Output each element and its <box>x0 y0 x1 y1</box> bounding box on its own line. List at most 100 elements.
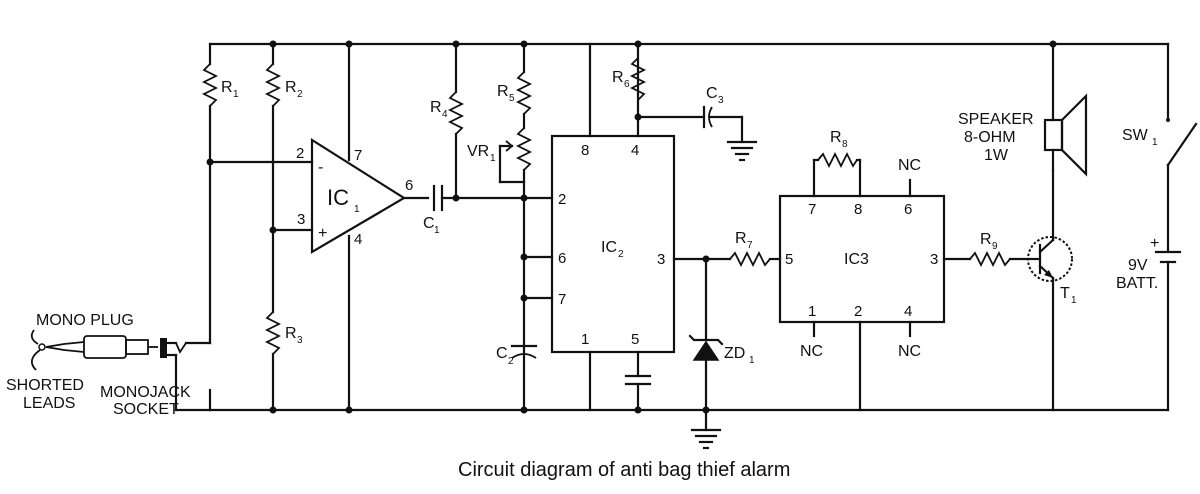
c1-sub: 1 <box>434 225 440 236</box>
resistor-r9: R 9 <box>969 231 1030 268</box>
monojack-line2: SOCKET <box>113 401 179 418</box>
ic3-pin-6: 6 <box>904 201 912 218</box>
ic3-pin-2: 2 <box>854 303 862 320</box>
shorted-leads-line2: LEADS <box>23 395 75 412</box>
c3-label: C <box>706 85 718 102</box>
mono-plug: MONO PLUG SHORTED LEADS <box>6 312 158 412</box>
ic1-pin-7: 7 <box>354 147 362 164</box>
ic3-label: IC3 <box>844 251 869 268</box>
r9-sub: 9 <box>992 241 998 252</box>
sw1-sub: 1 <box>1152 137 1158 148</box>
r2-sub: 2 <box>297 89 303 100</box>
zd1-label: ZD <box>724 345 745 362</box>
mono-plug-label: MONO PLUG <box>36 312 134 329</box>
ground-rail <box>208 388 1170 412</box>
transistor-t1: T 1 <box>1026 168 1077 412</box>
capacitor-c1: C 1 <box>423 184 526 236</box>
ic2-pin-7: 7 <box>558 291 566 308</box>
diagram-caption: Circuit diagram of anti bag thief alarm <box>458 459 790 481</box>
ground-symbol-c3 <box>726 140 758 162</box>
ic3-pin-5: 5 <box>785 251 793 268</box>
speaker: SPEAKER 8-OHM 1W <box>958 42 1088 177</box>
r3-sub: 3 <box>297 335 303 346</box>
shorted-leads-line1: SHORTED <box>6 377 84 394</box>
r1-label: R <box>221 79 233 96</box>
ic3-nc-4: NC <box>898 343 921 360</box>
resistor-r1: R 1 <box>201 42 239 342</box>
ic2-pin-4: 4 <box>631 142 639 159</box>
r5-label: R <box>497 83 509 100</box>
speaker-line3: 1W <box>984 147 1009 164</box>
t1-sub: 1 <box>1071 295 1077 306</box>
junction-dots <box>206 40 1057 414</box>
ic3-pin-1: 1 <box>808 303 816 320</box>
ic1-label: IC <box>327 185 349 210</box>
resistor-r8: R 8 <box>812 129 862 169</box>
vr1-label: VR <box>467 143 489 160</box>
ic2-pin-3: 3 <box>657 251 665 268</box>
battery-plus: + <box>1150 235 1159 252</box>
ic3-pin-7: 7 <box>808 201 816 218</box>
c3-sub: 3 <box>718 95 724 106</box>
battery-9v: + 9V BATT. <box>1116 235 1182 412</box>
r4-label: R <box>430 99 442 116</box>
vr1-sub: 1 <box>490 153 496 164</box>
ic3-chip: IC3 7 8 6 5 3 1 2 4 NC NC NC <box>778 157 972 412</box>
ic3-nc-6: NC <box>898 157 921 174</box>
resistor-r7: R 7 <box>729 230 782 268</box>
ic2-pin-2: 2 <box>558 191 566 208</box>
potentiometer-vr1: VR 1 <box>467 127 533 412</box>
battery-line1: 9V <box>1128 257 1148 274</box>
resistor-r3: R 3 <box>264 311 303 412</box>
monojack-line1: MONOJACK <box>100 384 191 401</box>
switch-sw1: SW 1 <box>1122 42 1198 252</box>
r5-sub: 5 <box>509 93 515 104</box>
zd1-sub: 1 <box>749 355 755 366</box>
ic1-pin-3: 3 <box>297 211 305 228</box>
sw1-label: SW <box>1122 127 1149 144</box>
capacitor-c3: C 3 <box>636 85 744 144</box>
ic3-pin-3: 3 <box>930 251 938 268</box>
ic1-pin-6: 6 <box>405 177 413 194</box>
r1-sub: 1 <box>233 89 239 100</box>
r7-sub: 7 <box>747 240 753 251</box>
ground-symbol-main <box>690 428 722 450</box>
capacitor-pin5 <box>624 374 652 412</box>
r6-sub: 6 <box>624 79 630 90</box>
ic3-nc-1: NC <box>800 343 823 360</box>
ic3-pin-8: 8 <box>854 201 862 218</box>
ic2-pin-5: 5 <box>631 331 639 348</box>
r4-sub: 4 <box>442 109 448 120</box>
ic1-minus: - <box>318 159 323 176</box>
r7-label: R <box>735 230 747 247</box>
capacitor-c2: C 2 <box>496 344 538 367</box>
r8-sub: 8 <box>842 139 848 150</box>
ic1-sub: 1 <box>354 204 360 215</box>
r8-label: R <box>830 129 842 146</box>
speaker-line1: SPEAKER <box>958 111 1034 128</box>
r3-label: R <box>285 325 297 342</box>
resistor-r2: R 2 <box>264 42 303 314</box>
r6-label: R <box>612 69 624 86</box>
ic1-pin-4: 4 <box>354 231 362 248</box>
ic2-pin-8: 8 <box>581 142 589 159</box>
speaker-line2: 8-OHM <box>964 129 1016 146</box>
c2-label: C <box>496 345 508 362</box>
ic2-label: IC <box>601 239 617 256</box>
zener-zd1: ZD 1 <box>688 257 755 432</box>
c1-label: C <box>423 215 435 232</box>
resistor-r5: R 5 <box>497 42 533 130</box>
ic1-pin-2: 2 <box>296 145 304 162</box>
r2-label: R <box>285 79 297 96</box>
ic2-sub: 2 <box>618 249 624 260</box>
opamp-ic1: IC 1 - + 2 3 7 4 6 <box>208 42 430 412</box>
ic3-pin-4: 4 <box>904 303 912 320</box>
ic1-plus: + <box>318 225 327 242</box>
resistor-r4: R 4 <box>430 42 465 200</box>
t1-label: T <box>1060 285 1070 302</box>
monojack-socket: MONOJACK SOCKET <box>100 338 212 418</box>
c2-sub: 2 <box>508 356 514 367</box>
r9-label: R <box>980 231 992 248</box>
